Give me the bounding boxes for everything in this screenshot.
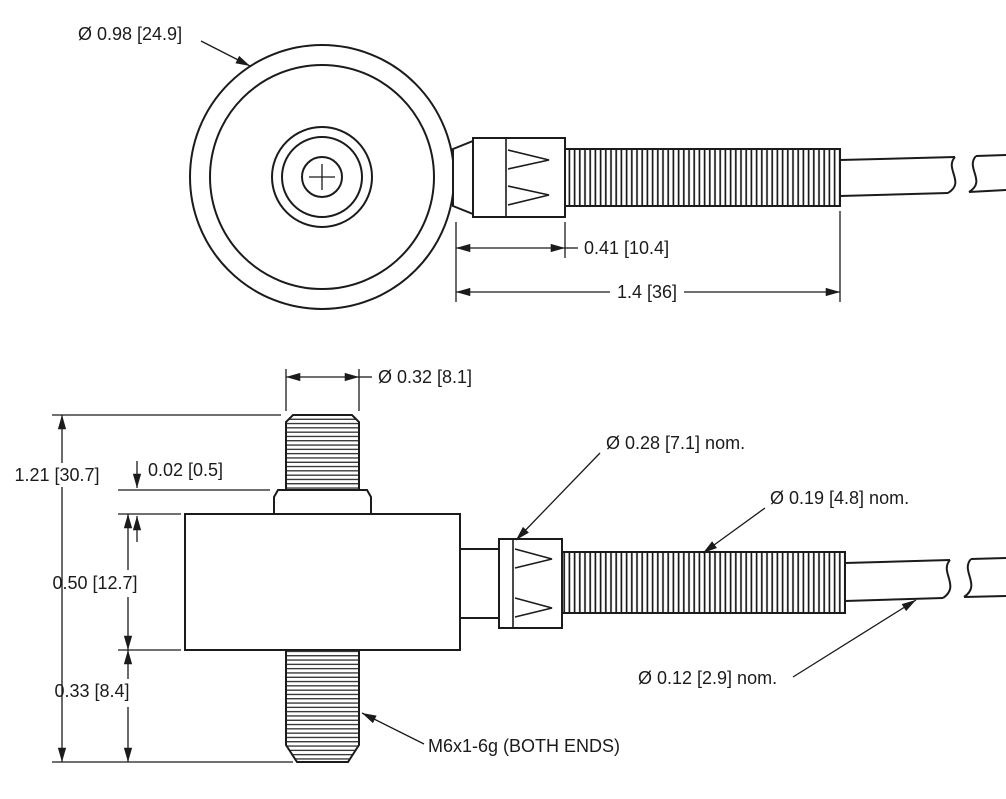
strain-relief-spring	[564, 148, 841, 207]
connector-body	[472, 137, 566, 218]
leader-connector-diameter	[515, 452, 601, 541]
hub-outer-circle	[271, 126, 373, 228]
cable-break-curve	[947, 156, 957, 194]
overall-length-label: 1.21 [30.7]	[14, 465, 99, 485]
cable-stub-bottom-side	[963, 595, 1006, 598]
sensor-body	[184, 513, 461, 651]
connector-clip-top-side	[514, 548, 553, 569]
spring-diameter-label: Ø 0.19 [4.8] nom.	[770, 488, 909, 508]
top-threaded-stud	[285, 414, 360, 491]
connector-body-side	[498, 538, 563, 629]
leader-cable-diameter	[792, 599, 917, 678]
connector-length-label: 0.41 [10.4]	[584, 238, 669, 258]
outer-diameter-label: Ø 0.98 [24.9]	[78, 24, 182, 44]
connector-neck	[452, 139, 474, 216]
body-length-label: 0.50 [12.7]	[52, 573, 137, 593]
cable-edge-top-side	[844, 559, 951, 564]
cable-stub-top-side	[970, 557, 1006, 560]
cable-stub-bottom	[968, 189, 1006, 193]
leader-thread-callout	[361, 712, 425, 745]
connector-spring-length-label: 1.4 [36]	[617, 282, 677, 302]
side-view-dimensions: Ø 0.32 [8.1] 0.02 [0.5] 1.21 [30.7] 0.50…	[14, 367, 917, 763]
housing-inner-ring	[209, 64, 435, 290]
connector-clip-bottom-side	[514, 597, 553, 618]
hub-inner-circle	[281, 136, 363, 218]
top-shoulder-collar	[273, 489, 372, 515]
cable-edge-bottom	[839, 192, 949, 197]
connector-diameter-label: Ø 0.28 [7.1] nom.	[606, 433, 745, 453]
cable-edge-bottom-side	[844, 597, 944, 602]
front-view	[189, 44, 1006, 310]
cable-diameter-label: Ø 0.12 [2.9] nom.	[638, 668, 777, 688]
leader-spring-diameter	[702, 507, 766, 554]
leader-outer-diameter	[200, 40, 251, 67]
cable-break-curve-side	[942, 559, 952, 599]
side-view	[184, 414, 1006, 763]
center-bore-circle	[301, 156, 343, 198]
cable-edge-top	[839, 156, 956, 161]
connector-clip-bottom	[507, 185, 550, 206]
thread-callout-label: M6x1-6g (BOTH ENDS)	[428, 736, 620, 756]
cable-break-curve-2-side	[963, 558, 973, 598]
cable-break-curve-2	[968, 155, 978, 193]
front-view-dimensions: Ø 0.98 [24.9] 0.41 [10.4] 1.4 [36]	[78, 24, 841, 302]
stud-length-label: 0.33 [8.4]	[54, 681, 129, 701]
stud-diameter-label: Ø 0.32 [8.1]	[378, 367, 472, 387]
bottom-threaded-stud	[285, 649, 360, 763]
strain-relief-spring-side	[561, 551, 846, 614]
connector-clip-top	[507, 149, 550, 170]
shoulder-height-label: 0.02 [0.5]	[148, 460, 223, 480]
cable-stub-top	[975, 154, 1006, 157]
connector-neck-side	[459, 548, 500, 619]
